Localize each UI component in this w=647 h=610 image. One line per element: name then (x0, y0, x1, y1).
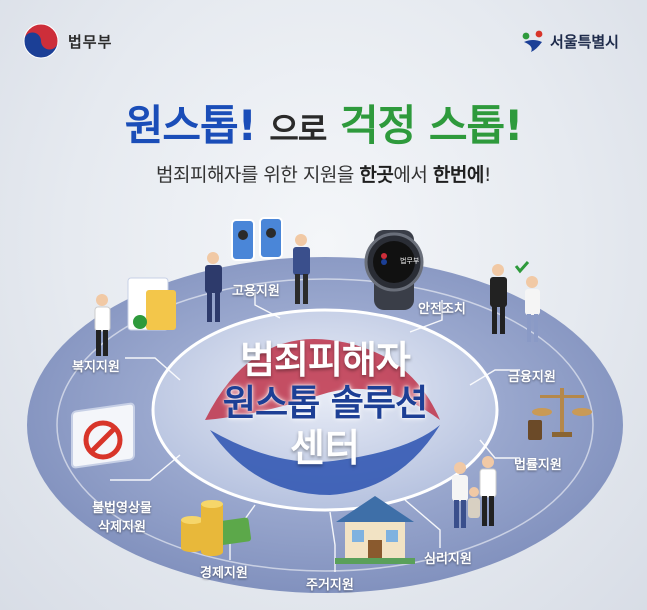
counseling-illustration (452, 456, 497, 528)
center-line-2: 원스톱 솔루션 (222, 383, 428, 424)
ministry-name: 법무부 (68, 32, 113, 51)
watch-brand: 법무부 (400, 256, 420, 265)
city-name: 서울특별시 (549, 32, 619, 51)
label-illegal-video-line1: 불법영상물 (92, 501, 152, 516)
house-illustration (335, 496, 415, 564)
scales-illustration (528, 388, 592, 440)
illegal-video-illustration (71, 402, 135, 469)
label-economic: 경제지원 (200, 566, 248, 581)
seoul-logo-icon (522, 30, 543, 52)
phone-illustration (231, 217, 283, 261)
money-illustration (181, 500, 252, 556)
person-clipboard-illustration (205, 252, 222, 322)
ministry-logo: 법무부 (22, 22, 112, 60)
label-illegal-video-line2: 삭제지원 (98, 520, 146, 535)
center-line-3: 센터 (290, 426, 360, 470)
ring-track (56, 278, 594, 572)
label-finance: 금융지원 (508, 370, 556, 385)
subline-text: 에서 (393, 164, 433, 186)
headline-part3: 걱정 스톱! (339, 101, 523, 150)
label-housing: 주거지원 (306, 578, 354, 593)
label-employment: 고용지원 (232, 284, 280, 299)
person-safety-illustration (490, 261, 540, 342)
center-title: 범죄피해자 원스톱 솔루션 센터 (150, 338, 500, 470)
center-swirl-red (205, 339, 440, 420)
subline-text: ! (483, 164, 492, 186)
label-legal: 법률지원 (514, 458, 562, 473)
headline-part1: 원스톱! (124, 101, 257, 150)
connector-lines (110, 292, 520, 572)
smartwatch-illustration: 법무부 (364, 230, 424, 310)
person-employment-illustration (293, 234, 310, 304)
headline-part2: 으로 (269, 110, 327, 148)
subline-bold-once: 한번에 (432, 164, 484, 186)
seoul-logo: 서울특별시 (520, 28, 619, 54)
label-illegal-video: 불법영상물 삭제지원 (82, 497, 162, 535)
subline: 범죄피해자를 위한 지원을 한곳에서 한번에! (0, 160, 647, 187)
subline-text: 범죄피해자를 위한 지원을 (156, 164, 360, 186)
center-line-1: 범죄피해자 (240, 338, 411, 382)
label-welfare: 복지지원 (72, 360, 120, 375)
taegeuk-emblem-icon (23, 23, 59, 59)
subline-bold-onespot: 한곳 (359, 164, 394, 186)
label-safety: 안전조치 (418, 302, 466, 317)
headline: 원스톱! 으로 걱정 스톱! (0, 92, 647, 153)
center-swirl-blue (210, 425, 440, 495)
welfare-illustration (94, 277, 176, 356)
label-counseling: 심리지원 (424, 552, 472, 567)
